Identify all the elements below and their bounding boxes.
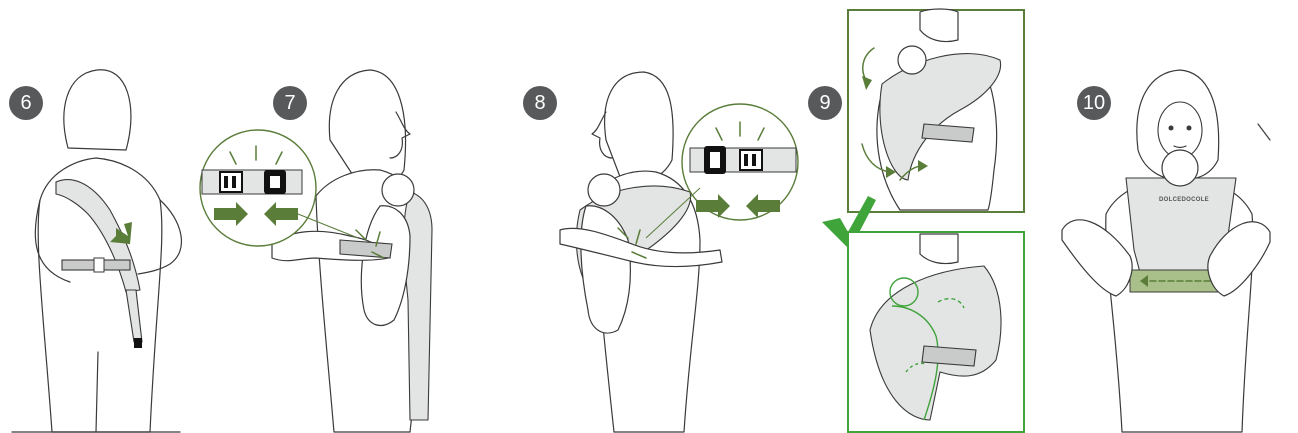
step-9-illustration — [822, 9, 1024, 432]
step-number-7: 7 — [273, 86, 307, 120]
step-6-illustration — [12, 70, 181, 432]
step-number-8: 8 — [523, 86, 557, 120]
step-8-illustration — [560, 72, 798, 432]
step-10-illustration — [1062, 70, 1270, 432]
step-number-6: 6 — [9, 86, 43, 120]
step-7-illustration — [200, 70, 432, 432]
step-number-9: 9 — [808, 86, 842, 120]
step-number-10: 10 — [1077, 86, 1111, 120]
carrier-brand-label: DOLCEDOCOLE — [1148, 197, 1220, 203]
